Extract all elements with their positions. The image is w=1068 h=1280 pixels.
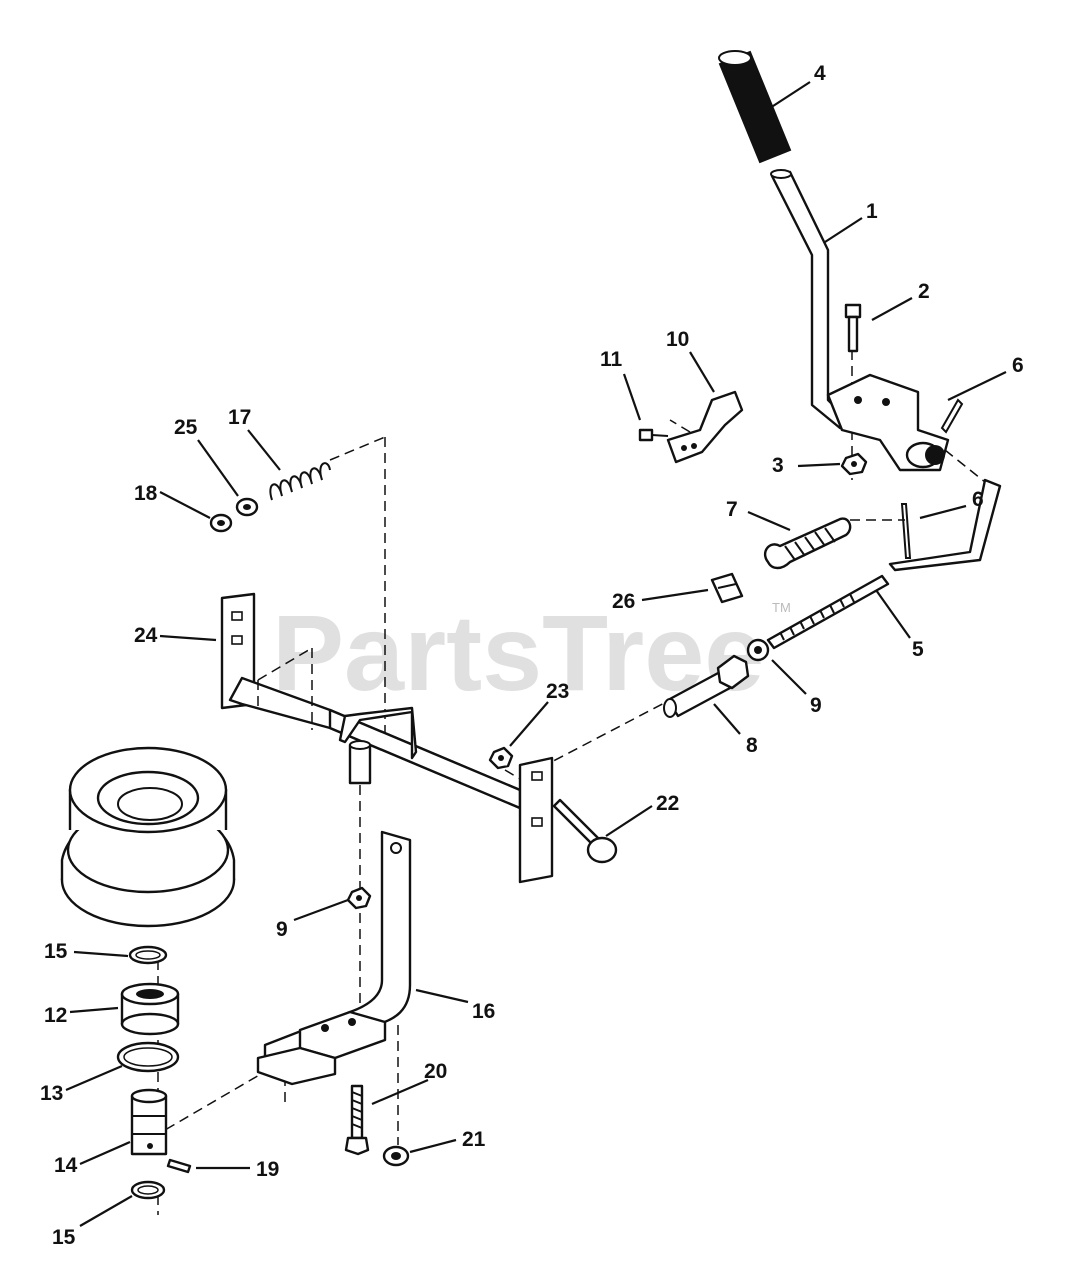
- callout-3: 3: [772, 454, 784, 477]
- callout-25: 25: [174, 416, 198, 439]
- callout-11: 11: [600, 348, 623, 371]
- part-22-bolt: [552, 798, 618, 864]
- callout-10: 10: [666, 328, 689, 351]
- part-15-snap-ring-lower: [130, 1180, 166, 1200]
- callout-21: 21: [462, 1128, 486, 1151]
- pulley: [60, 746, 236, 928]
- callout-1: 1: [866, 200, 878, 223]
- watermark-trademark: TM: [772, 600, 791, 615]
- alignment-lines: [157, 350, 986, 1215]
- leader-lines: [65, 81, 1007, 1227]
- callout-15: 15: [44, 940, 68, 963]
- callout-15-lower: 15: [52, 1226, 76, 1249]
- part-23-nut: [488, 746, 514, 770]
- callout-8: 8: [746, 734, 758, 757]
- callout-18: 18: [134, 482, 158, 505]
- part-10-bracket: [666, 390, 744, 464]
- part-5-threaded-rod: [766, 574, 890, 650]
- part-21-lock-nut: [382, 1145, 410, 1167]
- callout-9: 9: [810, 694, 822, 717]
- part-17-spring: [269, 462, 331, 501]
- callout-19: 19: [256, 1158, 279, 1181]
- shift-rod: [888, 478, 1002, 572]
- callout-labels: 4 1 2 6 11 10 3 17 25 18 7 6 26 5 24 9 2…: [40, 62, 1024, 1249]
- callout-5: 5: [912, 638, 924, 661]
- part-1-control-lever: [770, 169, 850, 430]
- callout-23: 23: [546, 680, 569, 703]
- part-2-bolt: [844, 303, 862, 353]
- callout-24: 24: [134, 624, 158, 647]
- part-20-bolt: [344, 1084, 370, 1156]
- part-18-nut: [209, 513, 233, 533]
- lever-bracket: [826, 373, 950, 472]
- part-26-clip: [710, 572, 744, 604]
- part-25-washer: [235, 497, 259, 517]
- part-12-bearing: [120, 982, 180, 1036]
- part-3-nut: [840, 452, 868, 476]
- part-16-idler-arm: [256, 830, 412, 1086]
- callout-17: 17: [228, 406, 251, 429]
- part-9-nut-lower: [346, 886, 372, 910]
- part-7-spring: [763, 517, 852, 570]
- callout-13: 13: [40, 1082, 63, 1105]
- callout-14: 14: [54, 1154, 78, 1177]
- callout-22: 22: [656, 792, 679, 815]
- part-14-shaft: [130, 1088, 168, 1156]
- part-8-adjuster-sleeve: [663, 654, 750, 718]
- part-6-cotter-pin-lower: [900, 503, 912, 559]
- callout-12: 12: [44, 1004, 67, 1027]
- callout-26: 26: [612, 590, 635, 613]
- callout-9-lower: 9: [276, 918, 288, 941]
- part-4-grip: [718, 50, 792, 164]
- part-6-cotter-pin-upper: [940, 398, 964, 434]
- callout-16: 16: [472, 1000, 495, 1023]
- part-13-retaining-ring: [116, 1041, 180, 1073]
- callout-20: 20: [424, 1060, 447, 1083]
- part-15-snap-ring-upper: [128, 945, 168, 965]
- part-11-screw: [638, 428, 669, 442]
- callout-6-lower: 6: [972, 488, 984, 511]
- callout-6: 6: [1012, 354, 1024, 377]
- callout-7: 7: [726, 498, 738, 521]
- callout-2: 2: [918, 280, 930, 303]
- part-24-frame: [220, 592, 554, 884]
- callout-4: 4: [814, 62, 826, 85]
- part-9-nut-upper: [746, 638, 770, 662]
- part-19-roll-pin: [166, 1158, 192, 1174]
